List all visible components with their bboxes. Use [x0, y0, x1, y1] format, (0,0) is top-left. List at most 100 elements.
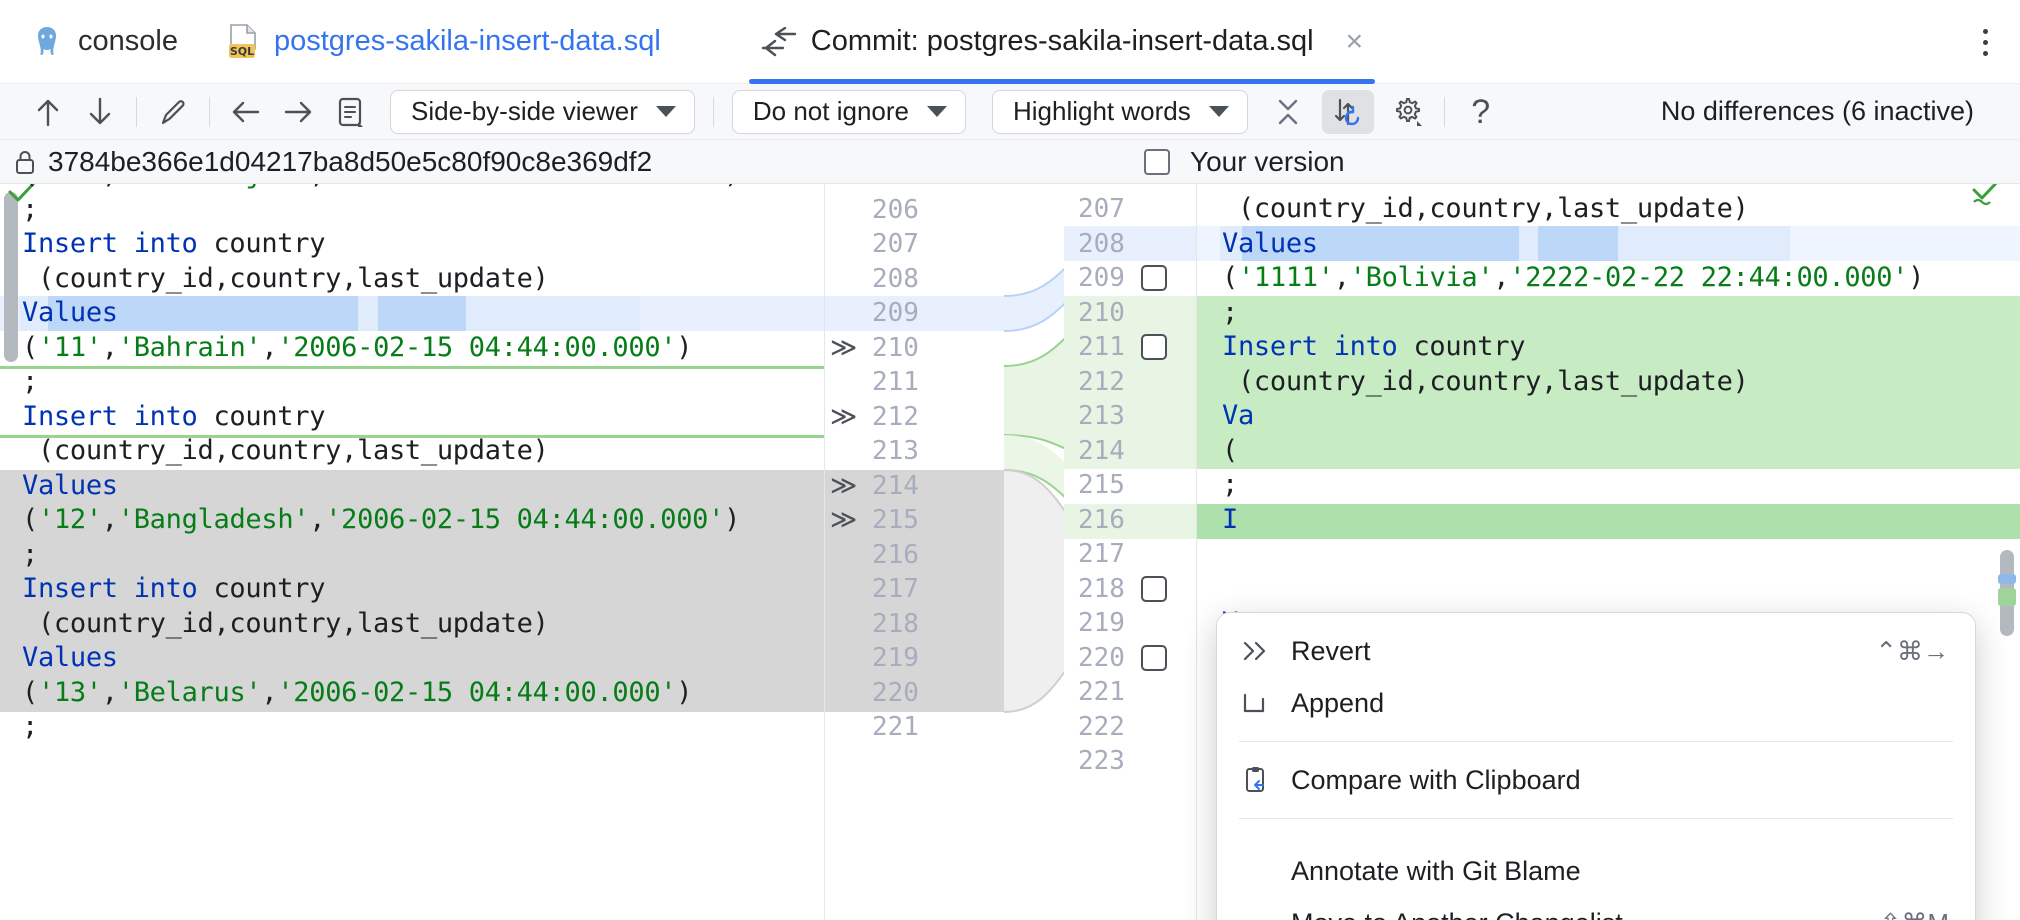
code-line: (country_id,country,last_update) — [0, 434, 824, 469]
revert-chunk-icon[interactable]: ≫ — [830, 332, 858, 363]
line-number: 205 — [872, 184, 919, 193]
tab-commit-diff[interactable]: Commit: postgres-sakila-insert-data.sql … — [737, 0, 1387, 84]
editor-tab-bar: console SQL postgres-sakila-insert-data.… — [0, 0, 2020, 84]
menu-item-revert[interactable]: Revert ⌃⌘→ — [1217, 625, 1975, 677]
line-number: 220 — [872, 677, 919, 708]
kebab-menu-icon[interactable] — [1972, 22, 1998, 62]
left-inline-highlight — [378, 296, 466, 331]
postgres-elephant-icon — [30, 25, 64, 59]
gutter-row: 222 — [1064, 710, 1196, 745]
include-chunk-checkbox[interactable] — [1140, 334, 1167, 361]
code-line: Insert into country — [0, 400, 824, 435]
include-chunk-checkbox[interactable] — [1140, 575, 1167, 602]
tab-console[interactable]: console — [0, 0, 202, 84]
gutter-row: 219 — [1064, 606, 1196, 641]
left-editor-pane[interactable]: ('10','Azerbaijan','2006-02-15 04:44:00.… — [0, 184, 824, 920]
menu-item-label: Append — [1291, 687, 1385, 718]
gutter-row: 207 — [824, 227, 1004, 262]
gutter-row: 207 — [1064, 192, 1196, 227]
gear-icon[interactable] — [1382, 90, 1434, 134]
code-line: ('13','Belarus','2006-02-15 04:44:00.000… — [0, 676, 824, 711]
accept-left-button[interactable] — [220, 90, 272, 134]
include-chunk-checkbox[interactable] — [1140, 644, 1167, 671]
menu-item-move-to-another-changelist[interactable]: Move to Another Changelist... ⇧⌘M — [1217, 897, 1975, 920]
include-chunk-checkbox[interactable] — [1140, 265, 1167, 292]
gutter-row: 223 — [1064, 744, 1196, 779]
line-number: 211 — [1078, 332, 1125, 362]
menu-item-append[interactable]: Append — [1217, 677, 1975, 729]
code-line: ; — [1196, 468, 2020, 503]
menu-item-label: Revert — [1291, 635, 1371, 666]
code-text: Insert into country — [22, 400, 326, 432]
gutter-row: 211 — [824, 365, 1004, 400]
accept-right-button[interactable] — [272, 90, 324, 134]
toolbar-divider — [712, 96, 714, 127]
left-vertical-scrollbar[interactable] — [4, 192, 18, 362]
right-gutter-added-band — [1064, 504, 1196, 539]
revert-chunk-icon[interactable]: ≫ — [830, 470, 858, 501]
code-text: ('13','Belarus','2006-02-15 04:44:00.000… — [22, 676, 693, 708]
collapse-all-icon[interactable] — [1262, 90, 1314, 134]
pane-titles-row: 3784be366e1d04217ba8d50e5c80f90c8e369df2… — [0, 140, 2020, 184]
collapse-unchanged-fragments-icon[interactable] — [324, 90, 376, 134]
diff-context-menu[interactable]: Revert ⌃⌘→ Append Com — [1216, 612, 1976, 920]
gutter-row: 218 — [1064, 572, 1196, 607]
right-added-band — [1196, 296, 2020, 469]
previous-difference-button[interactable] — [22, 90, 74, 134]
code-line: I — [1196, 503, 2020, 538]
viewer-mode-label: Side-by-side viewer — [411, 96, 638, 126]
code-line: ('1111','Bolivia','2222-02-22 22:44:00.0… — [1196, 261, 2020, 296]
menu-item-label: Annotate with Git Blame — [1291, 855, 1581, 886]
line-number: 206 — [872, 194, 919, 225]
svg-text:SQL: SQL — [230, 45, 254, 58]
revert-chunk-icon[interactable]: ≫ — [830, 401, 858, 432]
minimap-modified-stripe — [1998, 574, 2016, 584]
line-number: 223 — [1078, 746, 1125, 776]
gutter-row: 216 — [1064, 503, 1196, 538]
left-gutter[interactable]: 205206207208209≫210211≫212213≫214≫215216… — [824, 184, 1004, 920]
highlight-mode-dropdown[interactable]: Highlight words — [991, 89, 1248, 134]
tab-postgres-sakila-insert-data-sql[interactable]: SQL postgres-sakila-insert-data.sql — [202, 0, 685, 84]
code-line — [1196, 572, 2020, 607]
revert-chunk-icon[interactable]: ≫ — [830, 505, 858, 535]
help-icon[interactable]: ? — [1455, 90, 1507, 134]
line-number: 222 — [1078, 711, 1125, 742]
menu-item-annotate-with-git-blame[interactable]: Annotate with Git Blame — [1217, 845, 1975, 897]
line-number: 218 — [1078, 573, 1125, 604]
right-editor-pane[interactable]: (country_id,country,last_update)Values('… — [1196, 184, 2020, 920]
code-text: Insert into country — [1222, 331, 1526, 362]
code-text: (country_id,country,last_update) — [22, 607, 549, 639]
inspection-ok-icon — [1970, 184, 2004, 217]
edit-pencil-icon[interactable] — [147, 90, 199, 134]
left-inline-highlight — [48, 296, 358, 331]
ignore-mode-dropdown[interactable]: Do not ignore — [731, 89, 966, 134]
gutter-row: 217 — [1064, 537, 1196, 572]
viewer-mode-dropdown[interactable]: Side-by-side viewer — [390, 89, 695, 134]
right-gutter-modified-band — [1064, 226, 1196, 261]
code-text: ; — [22, 538, 38, 570]
code-line: ; — [0, 710, 824, 745]
line-number: 212 — [1078, 366, 1125, 397]
line-number: 211 — [872, 367, 919, 397]
menu-item-shortcut: ⇧⌘M — [1880, 908, 1949, 920]
code-line: ; — [1196, 296, 2020, 331]
synchronize-scrolling-icon[interactable] — [1321, 89, 1374, 134]
gutter-row: 220 — [824, 676, 1004, 711]
gutter-row: 215 — [1064, 468, 1196, 503]
your-version-checkbox[interactable] — [1144, 149, 1170, 175]
gutter-row: 208 — [1064, 227, 1196, 262]
gutter-row: 209 — [824, 296, 1004, 331]
close-icon[interactable]: × — [1345, 24, 1364, 58]
code-line: ('11','Bahrain','2006-02-15 04:44:00.000… — [0, 331, 824, 366]
line-number: 210 — [1078, 297, 1125, 328]
line-number: 213 — [872, 436, 919, 466]
code-text: ('12','Bangladesh','2006-02-15 04:44:00.… — [22, 504, 741, 535]
code-line: ( — [1196, 434, 2020, 469]
next-difference-button[interactable] — [74, 90, 126, 134]
line-number: 218 — [872, 608, 919, 639]
tab-label: Commit: postgres-sakila-insert-data.sql — [810, 25, 1314, 57]
menu-item-compare-with-clipboard[interactable]: Compare with Clipboard — [1217, 754, 1975, 806]
menu-item-shortcut: ⌃⌘→ — [1875, 635, 1949, 666]
